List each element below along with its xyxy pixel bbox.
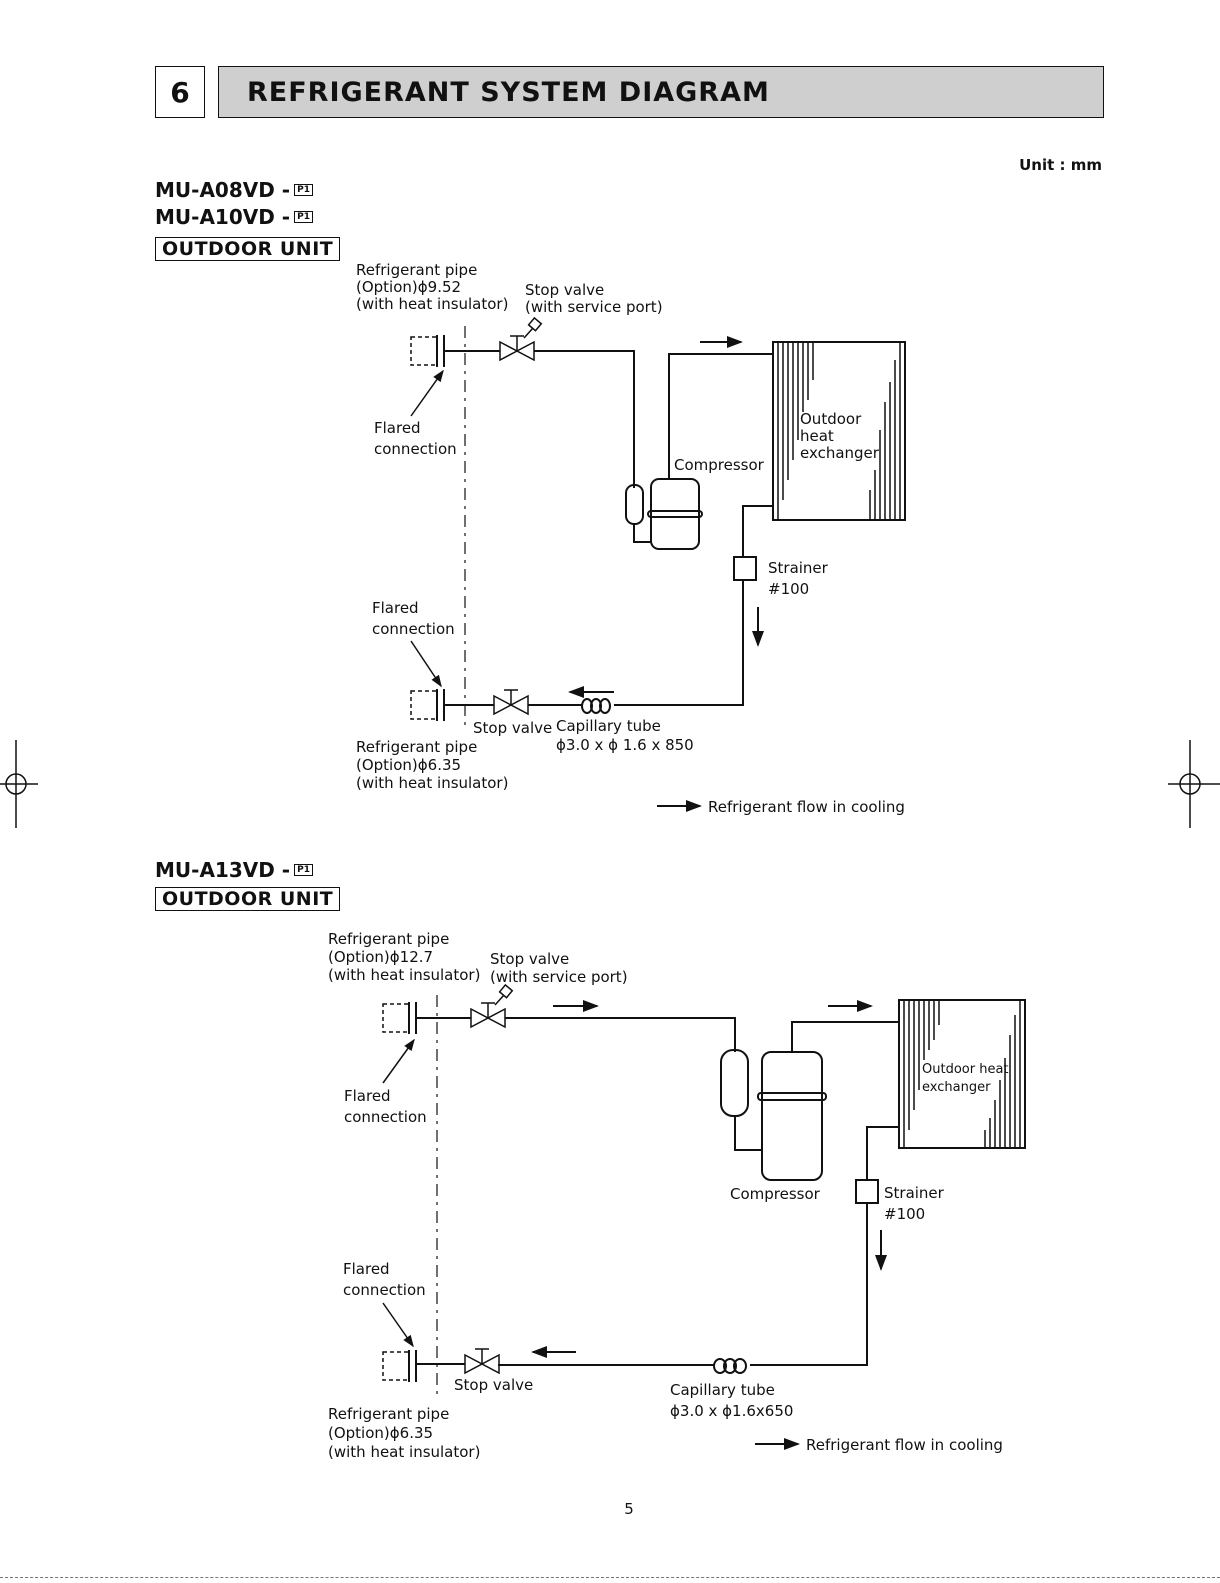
heat-exchanger-label: Outdoor heat exchanger — [922, 1062, 1009, 1095]
section-number: 6 — [155, 66, 205, 118]
registration-mark-right — [1168, 740, 1220, 828]
refrigerant-pipe-bottom-label: Refrigerant pipe (Option)ϕ6.35 (with hea… — [328, 1405, 481, 1461]
stop-valve-service-port-icon — [470, 983, 514, 1029]
refrigerant-pipe-bottom-label: Refrigerant pipe (Option)ϕ6.35 (with hea… — [356, 738, 509, 792]
heat-exchanger-icon — [898, 999, 1026, 1149]
flared-connection-top-label: Flared connection — [344, 1087, 427, 1126]
pipe — [791, 1021, 899, 1052]
stop-valve-top-label: Stop valve (with service port) — [490, 950, 628, 986]
pipe — [668, 353, 773, 479]
outdoor-unit-title: OUTDOOR UNIT — [155, 887, 341, 911]
legend-label: Refrigerant flow in cooling — [806, 1436, 1003, 1454]
accumulator-icon — [720, 1049, 749, 1117]
registration-mark-left — [0, 740, 38, 828]
pipe — [750, 1203, 868, 1366]
unit-label: Unit : mm — [1019, 156, 1102, 174]
leader-arrow — [410, 640, 442, 688]
pipe — [742, 505, 773, 557]
leader-arrow — [382, 1038, 415, 1084]
stop-valve-bottom-label: Stop valve — [473, 719, 553, 737]
pipe — [633, 524, 652, 543]
diagram-1 — [410, 316, 906, 812]
strainer-icon — [733, 556, 757, 581]
leader-arrow — [410, 369, 444, 417]
pipe — [614, 580, 744, 706]
flared-connection-top-icon — [382, 1002, 417, 1034]
refrigerant-pipe-top-label: Refrigerant pipe (Option)ϕ9.52 (with hea… — [356, 261, 509, 313]
model-badge: P1 — [294, 864, 313, 876]
legend-label: Refrigerant flow in cooling — [708, 798, 905, 816]
stop-valve-icon — [493, 689, 529, 716]
leader-arrow — [382, 1302, 414, 1348]
flared-connection-bottom-icon — [382, 1350, 417, 1382]
pipe — [534, 350, 635, 488]
capillary-coil-icon — [713, 1358, 747, 1374]
stop-valve-icon — [464, 1348, 500, 1375]
outdoor-unit-title: OUTDOOR UNIT — [155, 237, 341, 261]
strainer-icon — [855, 1179, 879, 1204]
compressor-icon — [647, 478, 703, 550]
flared-connection-bottom-label: Flared connection — [372, 599, 455, 638]
pipe — [734, 1116, 762, 1151]
flared-connection-bottom-icon — [410, 689, 445, 721]
pipe — [866, 1126, 899, 1180]
compressor-label: Compressor — [730, 1185, 820, 1203]
model-text: MU-A08VD - — [155, 178, 291, 202]
strainer-label: Strainer #100 — [768, 559, 828, 598]
model-badge: P1 — [294, 184, 313, 196]
heat-exchanger-icon — [772, 341, 906, 521]
section-title: REFRIGERANT SYSTEM DIAGRAM — [218, 66, 1104, 118]
capillary-coil-icon — [581, 698, 611, 714]
strainer-label: Strainer #100 — [884, 1184, 944, 1223]
page-number: 5 — [624, 1500, 634, 1518]
model-badge: P1 — [294, 211, 313, 223]
compressor-icon — [757, 1051, 827, 1181]
stop-valve-bottom-label: Stop valve — [454, 1376, 534, 1394]
model-name: MU-A13VD -P1 — [155, 858, 313, 882]
compressor-label: Compressor — [674, 456, 764, 474]
accumulator-icon — [625, 484, 644, 525]
model-name: MU-A08VD -P1 — [155, 178, 313, 202]
refrigerant-pipe-top-label: Refrigerant pipe (Option)ϕ12.7 (with hea… — [328, 930, 481, 984]
capillary-tube-label: Capillary tube ϕ3.0 x ϕ1.6x650 — [670, 1381, 794, 1420]
stop-valve-top-label: Stop valve (with service port) — [525, 281, 663, 316]
model-name: MU-A10VD -P1 — [155, 205, 313, 229]
heat-exchanger-label: Outdoor heat exchanger — [800, 410, 879, 462]
stop-valve-service-port-icon — [499, 316, 543, 362]
flared-connection-bottom-label: Flared connection — [343, 1260, 426, 1299]
page-bottom-divider — [0, 1577, 1220, 1578]
diagram-2 — [382, 983, 1026, 1450]
capillary-tube-label: Capillary tube ϕ3.0 x ϕ 1.6 x 850 — [556, 717, 694, 754]
model-text: MU-A10VD - — [155, 205, 291, 229]
flared-connection-top-icon — [410, 335, 445, 367]
model-text: MU-A13VD - — [155, 858, 291, 882]
flared-connection-top-label: Flared connection — [374, 419, 457, 458]
pipe — [505, 1017, 736, 1052]
